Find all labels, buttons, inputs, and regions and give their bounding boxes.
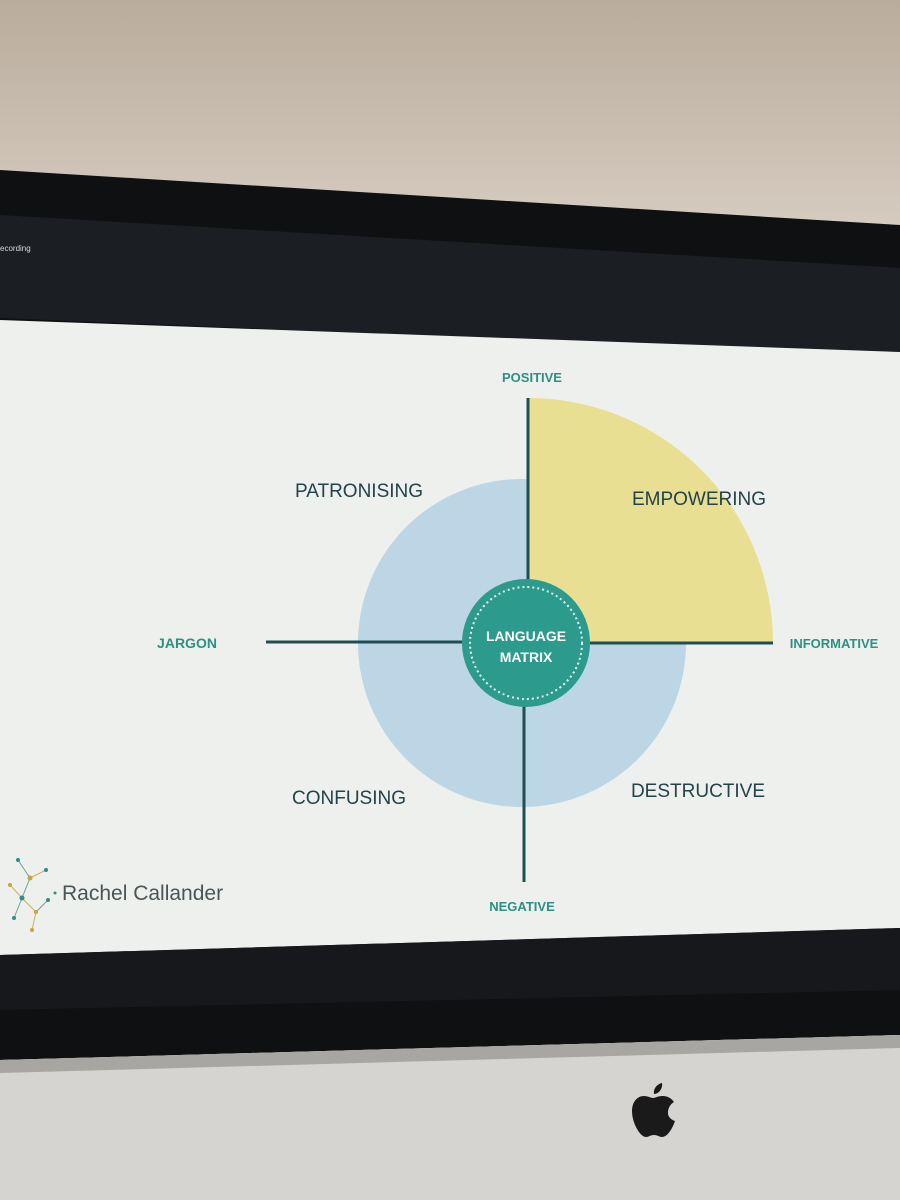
screen-top-band [0,215,900,355]
monitor-chin-edge [0,1035,900,1073]
axis-label-negative: NEGATIVE [489,899,555,914]
quadrant-label-confusing: CONFUSING [292,788,406,809]
monitor-chin [0,1035,900,1200]
empowering-quadrant-highlight [528,398,773,643]
recording-indicator: ecording [0,244,31,253]
screen-bottom-band [0,928,900,1010]
quadrant-label-destructive: DESTRUCTIVE [631,781,765,802]
axis-label-informative: INFORMATIVE [790,636,879,651]
center-badge-dotted-ring [469,586,583,700]
quadrant-label-empowering: EMPOWERING [632,489,766,510]
center-badge-line2: MATRIX [500,649,553,665]
center-badge-line1: LANGUAGE [486,628,566,644]
axis-label-positive: POSITIVE [502,370,562,385]
brand-name: Rachel Callander [62,882,223,905]
apple-logo-icon [632,1083,675,1137]
axis-label-jargon: JARGON [157,635,217,651]
network-dots-logo-icon [8,858,57,932]
quadrant-label-patronising: PATRONISING [295,481,423,502]
center-badge [462,579,590,707]
